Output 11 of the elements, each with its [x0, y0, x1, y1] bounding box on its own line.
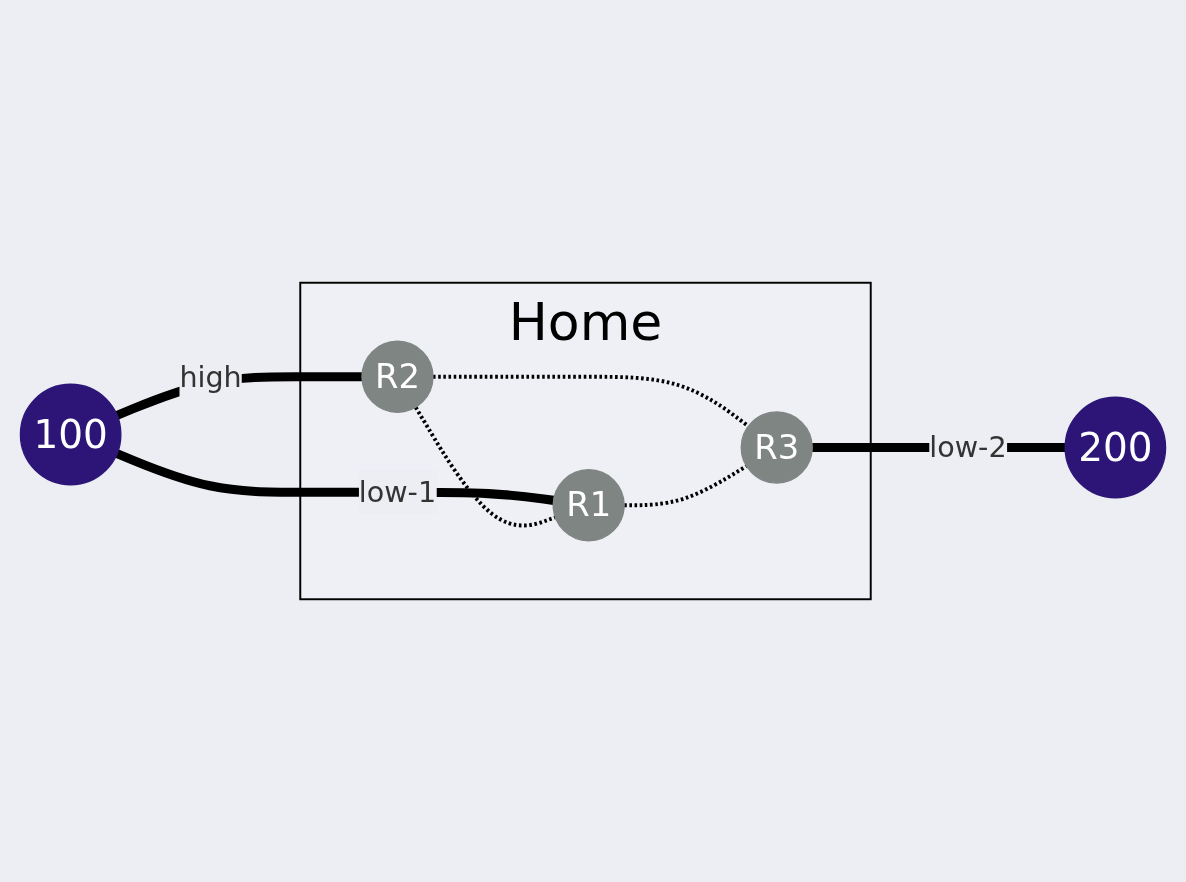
- node-circle: R3: [740, 411, 813, 484]
- edge-label: high: [179, 360, 242, 394]
- connector: [432, 374, 750, 428]
- node-circle: R2: [361, 340, 434, 413]
- edge-label: low-1: [358, 475, 437, 509]
- edge-label: low-2: [929, 431, 1007, 464]
- connector: [624, 464, 748, 508]
- node-circle: R1: [552, 469, 625, 542]
- node-circle: 200: [1064, 396, 1167, 499]
- node-circle: 100: [19, 383, 122, 486]
- connector: [414, 406, 556, 528]
